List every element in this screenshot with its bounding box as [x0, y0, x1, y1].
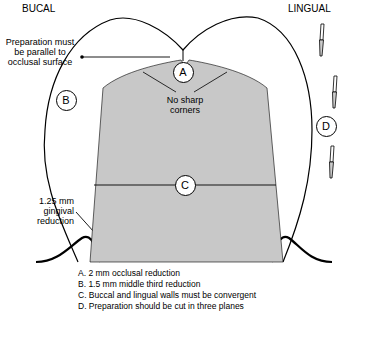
leader-line [143, 72, 176, 92]
callout-letter: D [322, 120, 330, 132]
key-entry-box: D. Preparation should be cut in three pl… [78, 301, 363, 311]
key-entry-box: A. 2 mm occlusal reduction [78, 268, 363, 278]
callout-note-box: Preparation must be parallel to occlusal… [3, 37, 77, 67]
callout-circle: A [173, 62, 194, 83]
callout-letter: C [181, 179, 189, 191]
side-label-box: BUCAL [22, 4, 82, 14]
groove-line [183, 50, 184, 61]
leader-line [194, 72, 227, 92]
leader-line [82, 57, 170, 58]
preparation-outline [90, 60, 283, 262]
side-label: LINGUAL [288, 4, 358, 14]
key-entry-box: B. 1.5 mm middle third reduction [78, 279, 363, 289]
callout-letter: B [62, 94, 69, 106]
note-text: No sharp corners [154, 95, 216, 115]
side-label: BUCAL [22, 4, 82, 14]
leader-line [76, 212, 94, 232]
key-entry: C. Buccal and lingual walls must be conv… [78, 290, 363, 300]
callout-circle: B [56, 90, 77, 111]
callout-circle: C [175, 175, 196, 196]
key-entry: B. 1.5 mm middle third reduction [78, 279, 363, 289]
side-label-box: LINGUAL [288, 4, 358, 14]
dimension-note: 1.25 mm gingival reduction [6, 196, 74, 226]
callout-note: Preparation must be parallel to occlusal… [3, 37, 77, 67]
key-entry: A. 2 mm occlusal reduction [78, 268, 363, 278]
tooth-outline [44, 17, 312, 262]
callout-letter: A [179, 66, 186, 78]
preparation-shape [85, 55, 290, 265]
callout-circle: D [316, 116, 337, 137]
preparation-area: No sharp cornersC [85, 55, 290, 265]
note-box: No sharp corners [154, 95, 216, 115]
dimension-note-box: 1.25 mm gingival reduction [6, 196, 74, 226]
key-entry: D. Preparation should be cut in three pl… [78, 301, 363, 311]
key-entry-box: C. Buccal and lingual walls must be conv… [78, 290, 363, 300]
bur-instrument [320, 24, 338, 178]
